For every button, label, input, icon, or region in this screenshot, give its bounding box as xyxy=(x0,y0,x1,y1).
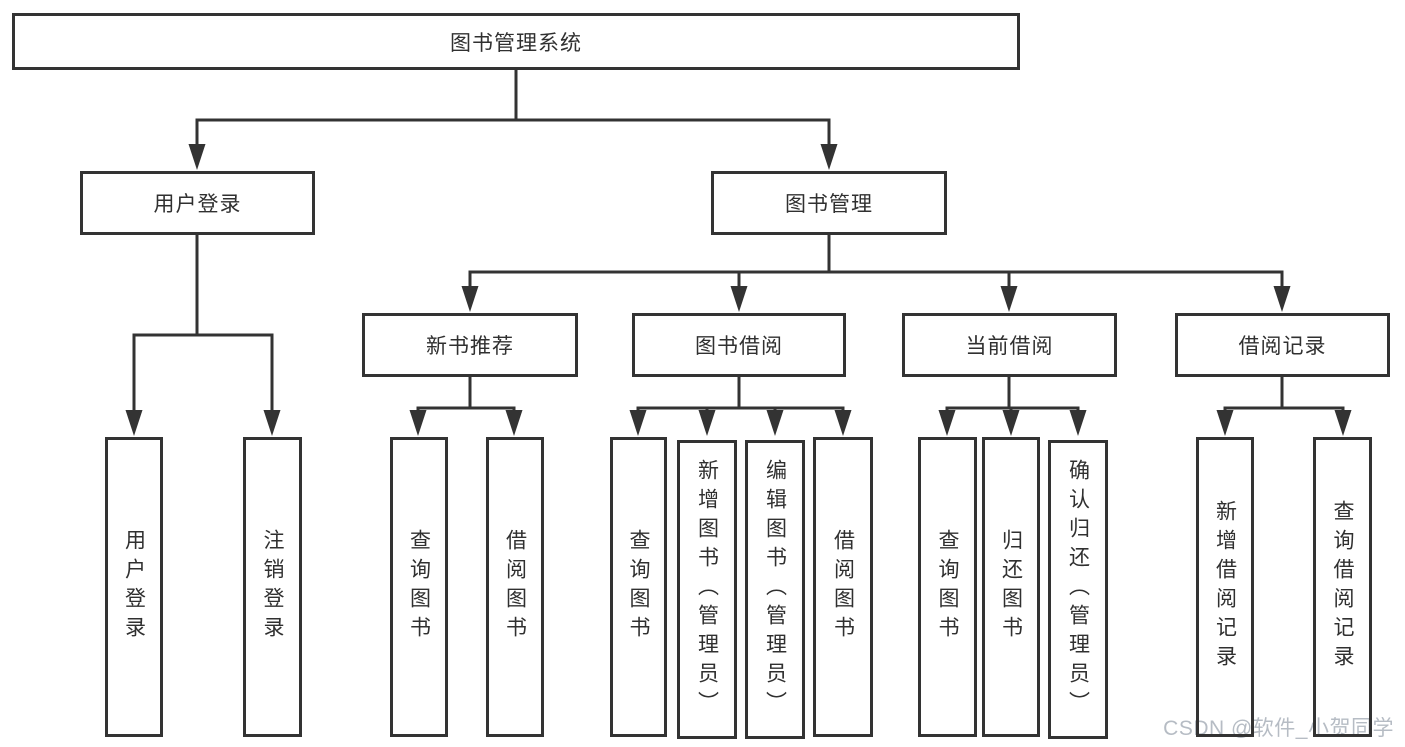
arrowhead xyxy=(1069,410,1087,436)
leaf-rec-query-books: 查询图书 xyxy=(390,437,448,737)
arrowhead xyxy=(188,144,206,170)
node-user-login: 用户登录 xyxy=(80,171,315,235)
node-book-borrow: 图书借阅 xyxy=(632,313,846,377)
arrowhead xyxy=(1334,410,1352,436)
node-borrow-records: 借阅记录 xyxy=(1175,313,1390,377)
leaf-br-add-record: 新增借阅记录 xyxy=(1196,437,1254,737)
leaf-logout: 注销登录 xyxy=(243,437,302,737)
arrowhead xyxy=(1216,410,1234,436)
node-current-borrow: 当前借阅 xyxy=(902,313,1117,377)
leaf-rec-borrow-books: 借阅图书 xyxy=(486,437,544,737)
connector-userlogin-children xyxy=(125,235,281,436)
arrowhead xyxy=(125,410,143,436)
arrowhead xyxy=(461,286,479,312)
connector-bookmgmt-children xyxy=(461,235,1291,312)
node-new-book-recommend: 新书推荐 xyxy=(362,313,578,377)
arrowhead xyxy=(1273,286,1291,312)
leaf-bb-borrow-books: 借阅图书 xyxy=(813,437,873,737)
arrowhead xyxy=(1002,410,1020,436)
arrowhead xyxy=(263,410,281,436)
leaf-bb-edit-books-admin: 编辑图书（管理员） xyxy=(745,440,805,739)
arrowhead xyxy=(1000,286,1018,312)
leaf-bb-query-books: 查询图书 xyxy=(610,437,667,737)
connector-borrowrecords-children xyxy=(1216,377,1352,436)
node-book-management: 图书管理 xyxy=(711,171,947,235)
arrowhead xyxy=(820,144,838,170)
arrowhead xyxy=(629,410,647,436)
arrowhead xyxy=(409,410,427,436)
arrowhead xyxy=(834,410,852,436)
arrowhead xyxy=(938,410,956,436)
csdn-watermark: CSDN @软件_小贺同学 xyxy=(1163,717,1394,740)
leaf-br-query-record: 查询借阅记录 xyxy=(1313,437,1372,737)
leaf-cb-confirm-return-admin: 确认归还（管理员） xyxy=(1048,440,1108,739)
connector-currentborrow-children xyxy=(938,377,1087,436)
arrowhead xyxy=(766,410,784,436)
leaf-user-login: 用户登录 xyxy=(105,437,163,737)
connector-root-to-level2 xyxy=(188,70,838,170)
arrowhead xyxy=(698,410,716,436)
arrowhead xyxy=(730,286,748,312)
leaf-bb-add-books-admin: 新增图书（管理员） xyxy=(677,440,737,739)
leaf-cb-return-books: 归还图书 xyxy=(982,437,1040,737)
arrowhead xyxy=(505,410,523,436)
connector-newbookrec-children xyxy=(409,377,523,436)
connector-bookborrow-children xyxy=(629,377,852,436)
node-root: 图书管理系统 xyxy=(12,13,1020,70)
leaf-cb-query-books: 查询图书 xyxy=(918,437,977,737)
